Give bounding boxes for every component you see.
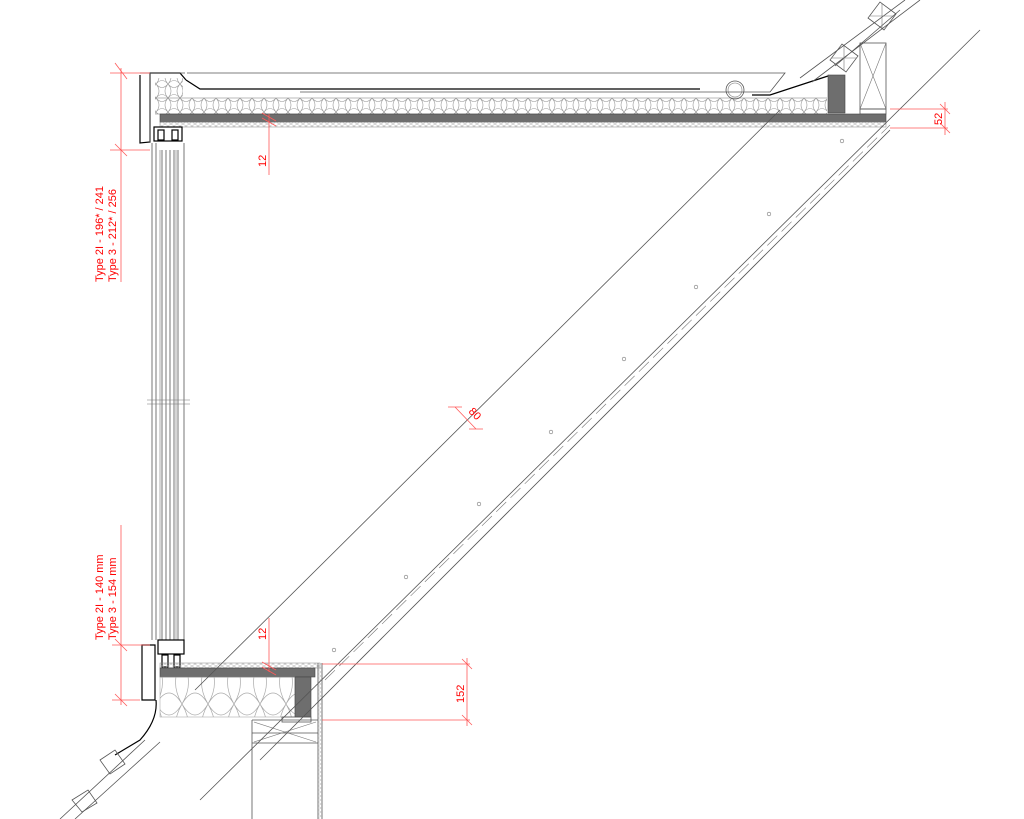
window-frame xyxy=(141,126,190,701)
dim-bottom-type-2i: Type 2I - 140 mm xyxy=(94,554,106,640)
tile-batten xyxy=(829,43,859,73)
ceiling-board xyxy=(159,121,887,128)
insulation-top-edge xyxy=(155,78,183,98)
dim-eaves-offset: 52 xyxy=(933,113,945,125)
dim-top-type-2i: Type 2I - 196* / 241 xyxy=(94,186,106,282)
dim-rafter-depth: 80 xyxy=(466,406,483,423)
sill-assembly xyxy=(114,662,323,819)
dim-bottom-board: 12 xyxy=(257,628,269,640)
dormer-roof-assembly xyxy=(139,0,921,144)
sill-insulation xyxy=(159,676,296,718)
dim-sill-height: 152 xyxy=(455,685,467,703)
dim-top-board: 12 xyxy=(257,155,269,167)
gutter-pipe xyxy=(725,80,745,100)
roof-slope xyxy=(59,29,981,819)
dimensions: Type 2I - 196* / 241 Type 3 - 212* / 256… xyxy=(94,62,951,726)
dim-top-type-3: Type 3 - 212* / 256 xyxy=(107,189,119,282)
end-block xyxy=(827,74,846,114)
dim-bottom-type-3: Type 3 - 154 mm xyxy=(107,557,119,640)
insulation-layer xyxy=(155,98,827,114)
